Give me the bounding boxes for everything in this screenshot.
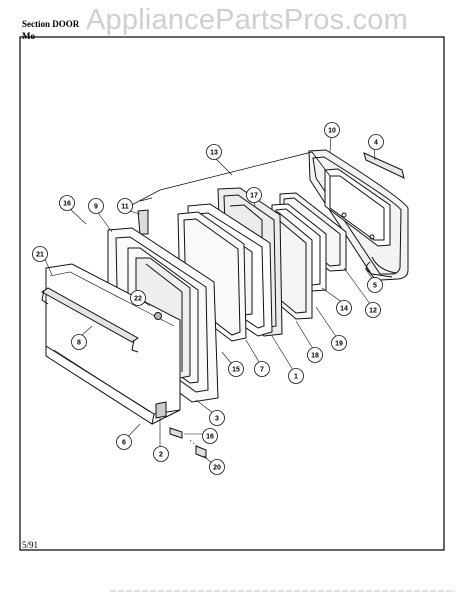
callout-18: 18: [311, 353, 319, 360]
callout-1: 1: [294, 374, 298, 381]
callout-20: 20: [213, 465, 221, 472]
part-16-pin: [169, 427, 183, 439]
callout-19: 19: [335, 341, 343, 348]
callout-leaders: [43, 135, 376, 467]
callout-circles: [32, 122, 384, 475]
part-4-gasket: [363, 152, 405, 179]
diagram-frame: [19, 36, 445, 551]
callout-16-lower: 16: [206, 434, 214, 441]
callout-16-upper: 16: [63, 201, 71, 208]
callout-22: 22: [134, 296, 142, 303]
callout-14: 14: [340, 306, 348, 313]
callout-3: 3: [215, 416, 219, 423]
part-8-handle: [41, 287, 139, 343]
part-2-latch: [155, 401, 167, 419]
callout-12: 12: [369, 308, 377, 315]
callout-6: 6: [122, 440, 126, 447]
callout-9: 9: [94, 204, 98, 211]
callout-numbers: 1 2 3 4 5 6 7 8 9 10 11 12 13 14 15 16 1…: [36, 128, 378, 472]
section-heading: Section DOOR: [22, 19, 80, 29]
callout-2: 2: [159, 452, 163, 459]
callout-4: 4: [374, 140, 378, 147]
callout-10: 10: [328, 128, 336, 135]
part-11-clip: [137, 209, 149, 235]
part-10-inner-door-panel: [308, 149, 409, 281]
part-22-knob: [154, 312, 162, 320]
callout-5: 5: [373, 283, 377, 290]
callout-21: 21: [36, 252, 44, 259]
callout-8: 8: [77, 340, 81, 347]
part-5-gasket: [366, 261, 393, 278]
model-heading: Mo: [22, 31, 35, 41]
revision-date: 5/91: [22, 540, 39, 550]
callout-15: 15: [232, 367, 240, 374]
part-13-leader: [125, 151, 331, 209]
callout-17: 17: [250, 193, 258, 200]
callout-13: 13: [210, 150, 218, 157]
callout-7: 7: [260, 367, 264, 374]
callout-11: 11: [121, 204, 129, 211]
watermark-text: AppliancePartsPros.com: [86, 4, 408, 36]
